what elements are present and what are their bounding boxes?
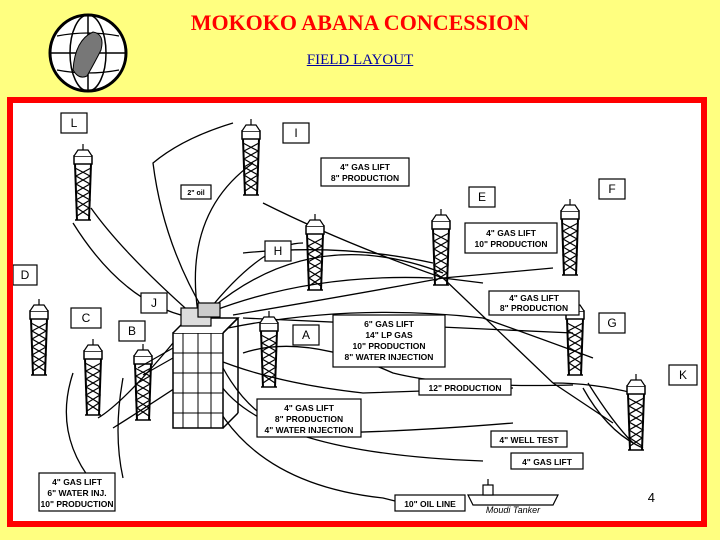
platform-H: H: [274, 244, 283, 258]
f-production: 10" PRODUCTION: [475, 239, 548, 249]
page-subtitle: FIELD LAYOUT: [306, 52, 414, 68]
platform-J: J: [151, 296, 157, 310]
a-lp-gas: 14" LP GAS: [365, 330, 413, 340]
c-gas-lift: 4" GAS LIFT: [52, 477, 103, 487]
g-production: 8" PRODUCTION: [500, 303, 568, 313]
i-production: 8" PRODUCTION: [331, 173, 399, 183]
platform-B: B: [128, 324, 136, 338]
diagram-frame: L I E F H D J C B A G K: [7, 97, 707, 527]
field-layout-diagram: L I E F H D J C B A G K: [13, 112, 698, 515]
central-platform: [137, 302, 240, 429]
b-production: 8" PRODUCTION: [275, 414, 343, 424]
oil-line: 10" OIL LINE: [404, 499, 456, 509]
platform-G: G: [607, 316, 616, 330]
pipelines: [65, 122, 644, 504]
tanker-label: Moudi Tanker: [486, 505, 541, 515]
a-water-injection: 8" WATER INJECTION: [345, 352, 434, 362]
platform-C: C: [82, 311, 91, 325]
platform-E: E: [478, 190, 486, 204]
platform-F: F: [608, 182, 615, 196]
company-logo: [48, 13, 128, 93]
pipeline-spec-boxes: [38, 157, 584, 512]
k-gas-lift: 4" GAS LIFT: [522, 457, 573, 467]
f-gas-lift: 4" GAS LIFT: [486, 228, 537, 238]
c-production: 10" PRODUCTION: [41, 499, 114, 509]
moudi-tanker: [467, 479, 559, 506]
a-gas-lift: 6" GAS LIFT: [364, 319, 415, 329]
oil-2in-label: 2" oil: [187, 190, 204, 197]
platform-L: L: [71, 116, 78, 130]
platform-labels: [13, 112, 698, 386]
platform-I: I: [294, 126, 297, 140]
platform-letters: L I E F H D J C B A G K: [21, 116, 687, 382]
platform-A: A: [302, 328, 310, 342]
platform-K: K: [679, 368, 687, 382]
g-gas-lift: 4" GAS LIFT: [509, 293, 560, 303]
pipeline-spec-text: 4" GAS LIFT 8" PRODUCTION 2" oil 4" GAS …: [41, 162, 573, 509]
well-test: 4" WELL TEST: [499, 435, 559, 445]
page-title: MOKOKO ABANA CONCESSION: [190, 10, 530, 35]
i-gas-lift: 4" GAS LIFT: [340, 162, 391, 172]
b-water-injection: 4" WATER INJECTION: [265, 425, 354, 435]
production-12in: 12" PRODUCTION: [429, 383, 502, 393]
c-water-inj: 6" WATER INJ.: [47, 488, 106, 498]
platform-D: D: [21, 268, 30, 282]
b-gas-lift: 4" GAS LIFT: [284, 403, 335, 413]
field-layout-drawing: L I E F H D J C B A G K: [13, 103, 701, 521]
a-production: 10" PRODUCTION: [353, 341, 426, 351]
page-number: 4: [647, 490, 655, 505]
